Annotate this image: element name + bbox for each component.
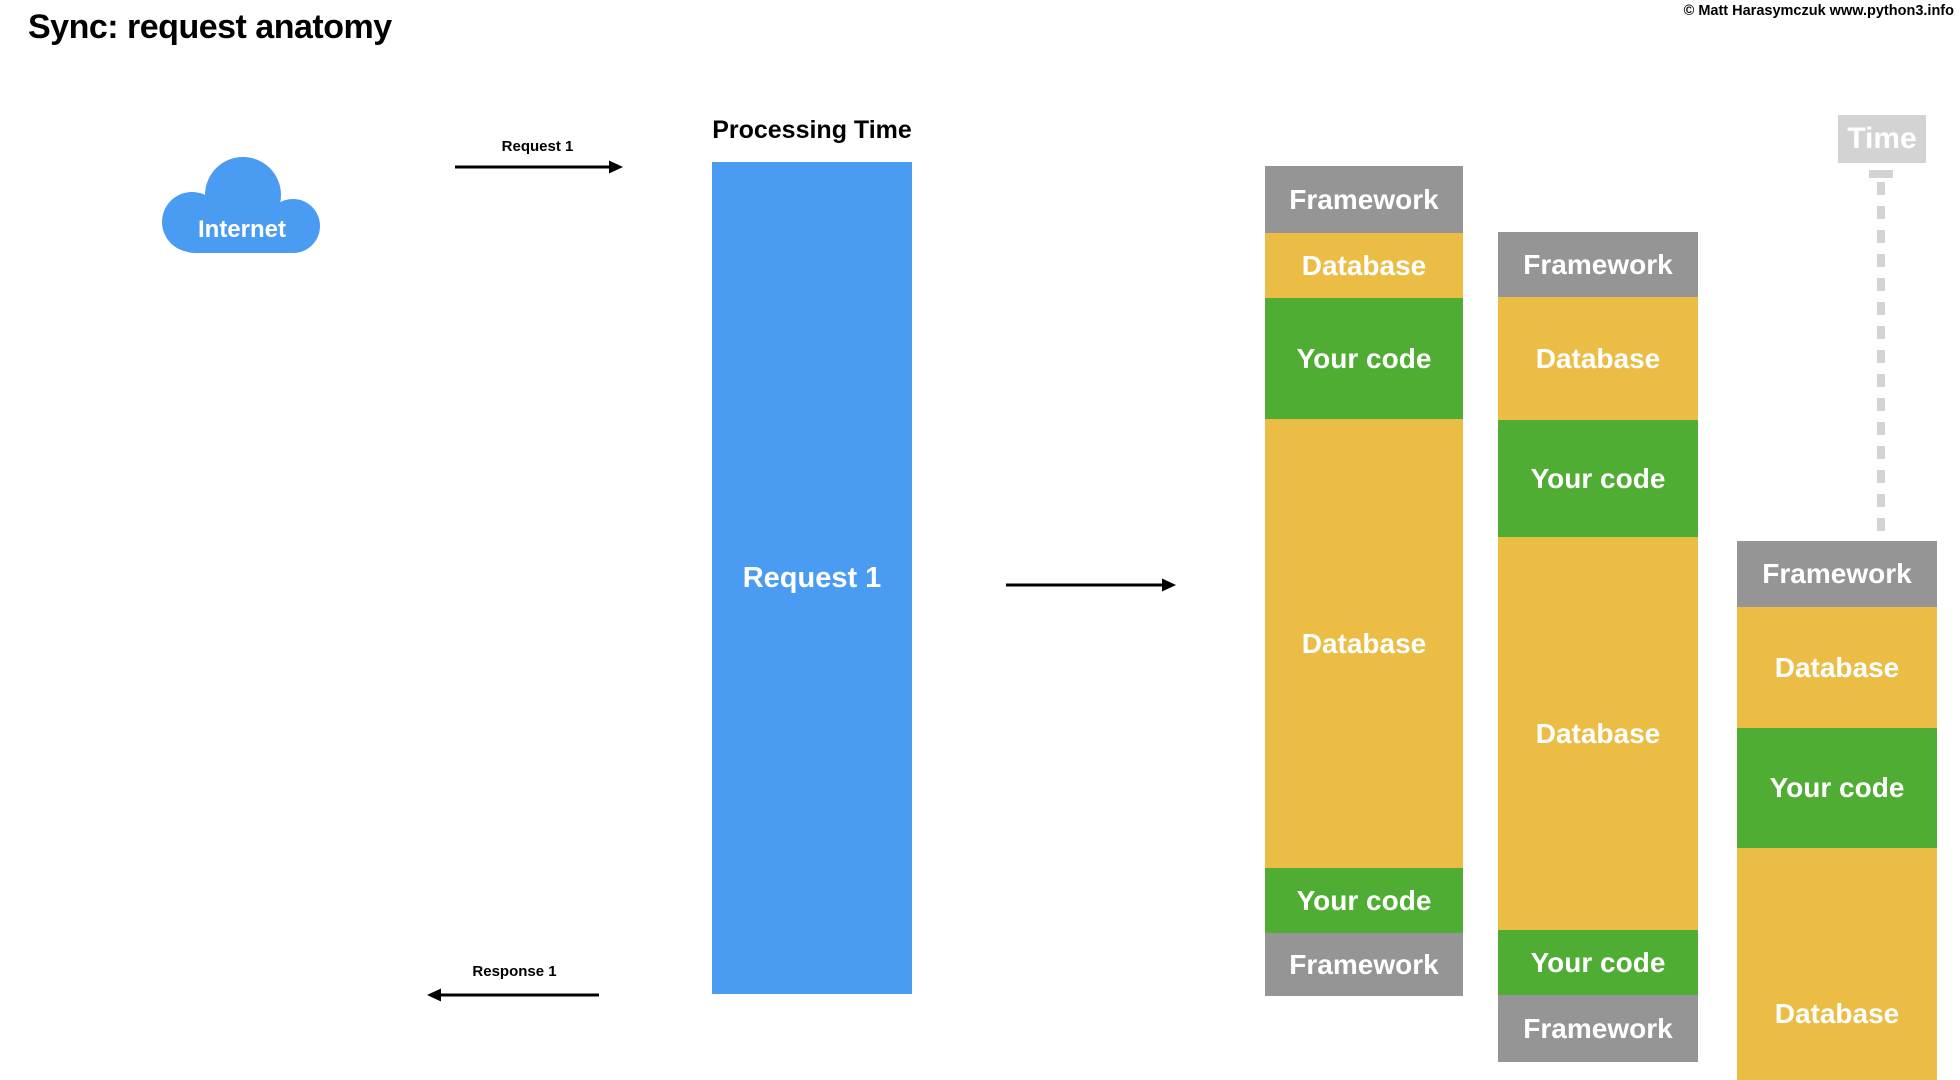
time-axis-label: Time bbox=[1838, 115, 1926, 163]
stack-segment-label: Framework bbox=[1523, 1012, 1673, 1044]
stack-segment-your-code: Your code bbox=[1265, 298, 1463, 419]
processing-time-heading: Processing Time bbox=[712, 116, 912, 144]
stack-segment-database: Database bbox=[1265, 419, 1463, 868]
stack-segment-label: Database bbox=[1301, 249, 1427, 281]
copyright-note: © Matt Harasymczuk www.python3.info bbox=[1683, 3, 1954, 19]
stack-segment-label: Framework bbox=[1762, 558, 1912, 589]
stack-segment-database: Database bbox=[1265, 233, 1463, 298]
stack-segment-label: Your code bbox=[1296, 342, 1432, 374]
stack-segment-label: Framework bbox=[1289, 183, 1439, 215]
stack-segment-label: Your code bbox=[1530, 946, 1666, 978]
stack-segment-label: Your code bbox=[1530, 462, 1666, 494]
stack-segment-label: Database bbox=[1535, 717, 1661, 749]
stack-segment-label: Your code bbox=[1296, 884, 1432, 916]
request-arrow-label: Request 1 bbox=[501, 138, 574, 155]
stack-segment-label: Database bbox=[1774, 998, 1900, 1029]
stack-segment-database: Database bbox=[1498, 297, 1698, 420]
stack-segment-your-code: Your code bbox=[1498, 420, 1698, 537]
internet-cloud: Internet bbox=[162, 154, 322, 256]
stack-segment-framework: Framework bbox=[1265, 166, 1463, 233]
stack-segment-your-code: Your code bbox=[1498, 930, 1698, 995]
stack-segment-label: Database bbox=[1301, 627, 1427, 659]
request-bar-label: Request 1 bbox=[742, 561, 882, 594]
stack-segment-database: Database bbox=[1737, 848, 1937, 1080]
internet-label: Internet bbox=[197, 216, 286, 243]
stack-segment-label: Database bbox=[1774, 651, 1900, 683]
time-axis-cap bbox=[1869, 170, 1893, 178]
page-title: Sync: request anatomy bbox=[28, 8, 392, 46]
stack-segment-label: Framework bbox=[1289, 948, 1439, 980]
stack-segment-label: Database bbox=[1535, 342, 1661, 374]
stack-segment-label: Framework bbox=[1523, 248, 1673, 280]
stack-segment-database: Database bbox=[1737, 607, 1937, 728]
dispatch-arrow bbox=[1006, 578, 1176, 592]
stack-segment-framework: Framework bbox=[1265, 933, 1463, 996]
stack-segment-framework: Framework bbox=[1737, 541, 1937, 607]
response-arrow bbox=[427, 988, 599, 1002]
stack-segment-label: Your code bbox=[1769, 772, 1905, 803]
stack-segment-your-code: Your code bbox=[1265, 868, 1463, 933]
response-arrow-label: Response 1 bbox=[472, 963, 557, 980]
request-processing-bar: Request 1 bbox=[712, 162, 912, 994]
request-arrow bbox=[455, 160, 623, 174]
time-axis-dashed-line bbox=[1877, 182, 1885, 541]
stack-segment-database: Database bbox=[1498, 537, 1698, 930]
stack-segment-framework: Framework bbox=[1498, 232, 1698, 297]
cloud-icon bbox=[162, 157, 320, 253]
stack-segment-your-code: Your code bbox=[1737, 728, 1937, 848]
stack-segment-framework: Framework bbox=[1498, 995, 1698, 1062]
